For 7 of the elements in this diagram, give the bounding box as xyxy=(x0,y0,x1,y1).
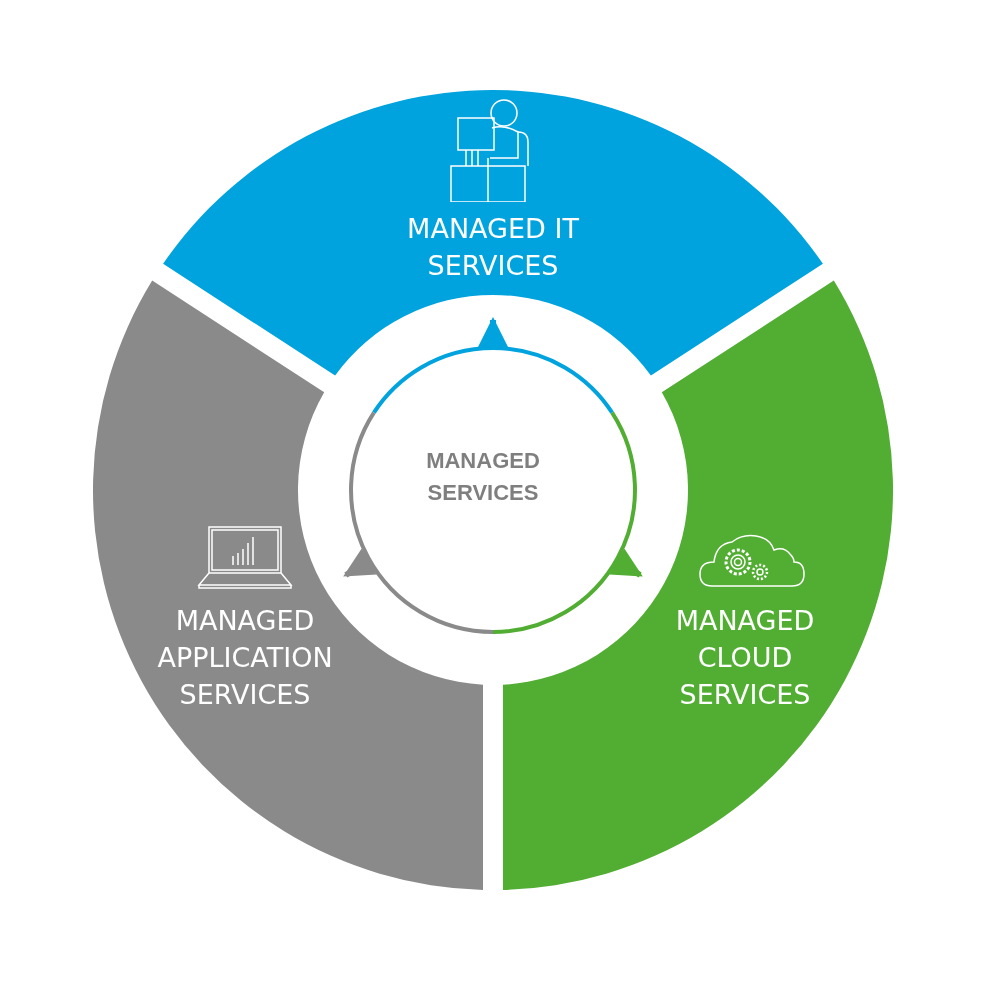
arrow xyxy=(343,548,377,578)
arrow xyxy=(609,548,643,578)
segment-label: MANAGED IT SERVICES xyxy=(406,212,580,283)
arrow xyxy=(478,317,508,347)
segment-label: MANAGED CLOUD SERVICES xyxy=(674,604,816,712)
center-label: MANAGED SERVICES xyxy=(425,447,541,507)
segment-label: MANAGED APPLICATION SERVICES xyxy=(156,604,334,712)
